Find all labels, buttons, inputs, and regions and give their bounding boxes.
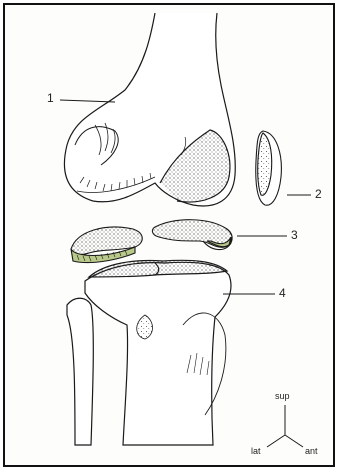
femur bbox=[64, 13, 235, 206]
label-tibia: 4 bbox=[279, 286, 286, 300]
label-femur: 1 bbox=[47, 91, 54, 105]
label-menisci: 3 bbox=[291, 228, 298, 242]
figure-frame: 1 2 3 4 sup lat ant bbox=[3, 3, 335, 467]
femur-leader-line bbox=[60, 100, 115, 102]
tibia bbox=[67, 260, 231, 445]
axis-sup-label: sup bbox=[275, 391, 290, 401]
patella bbox=[256, 131, 282, 205]
orientation-axes bbox=[267, 405, 303, 447]
menisci bbox=[71, 220, 232, 263]
axis-lat-label: lat bbox=[251, 446, 261, 456]
axis-ant-label: ant bbox=[305, 446, 318, 456]
label-patella: 2 bbox=[315, 187, 322, 201]
